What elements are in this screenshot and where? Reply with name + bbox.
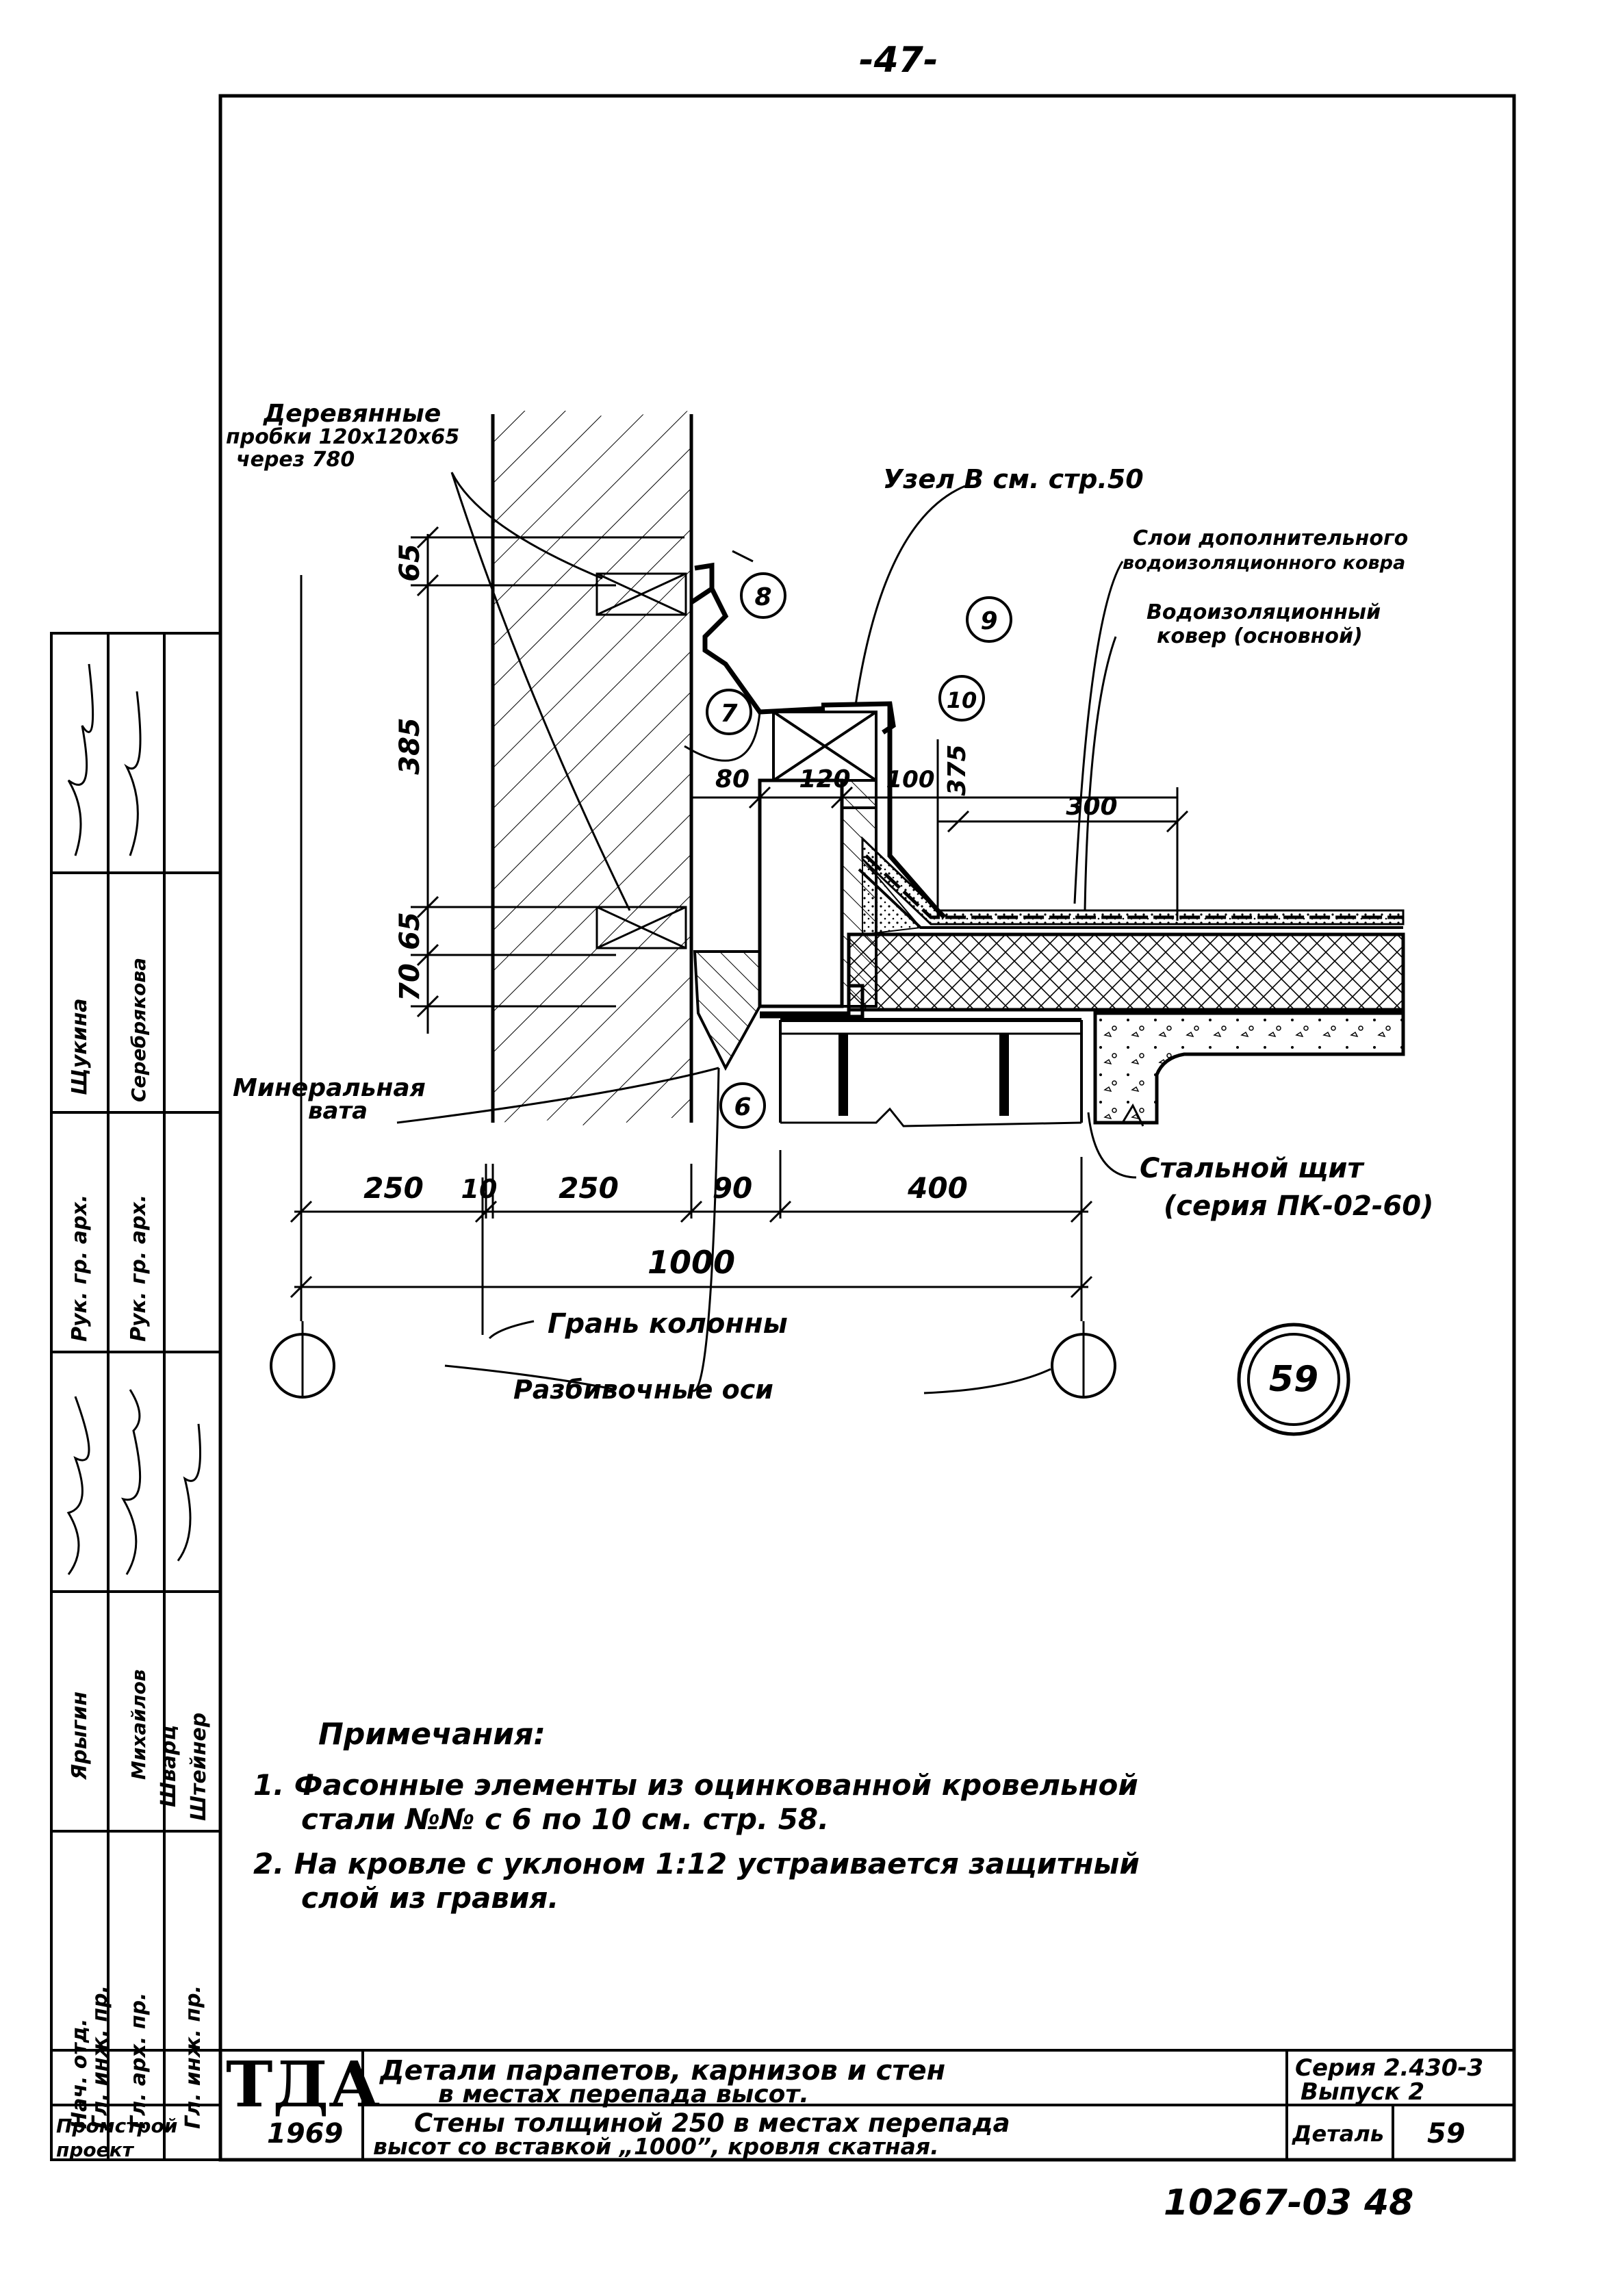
callout-8: 8 (754, 583, 771, 611)
stamp-name-4: Штейнер (187, 1713, 211, 1821)
dim-bottom-400: 400 (907, 1171, 968, 1205)
label-column-face: Грань колонны (548, 1308, 788, 1340)
callout-circle-10 (938, 675, 985, 722)
dim-v-65b: 65 (394, 912, 426, 950)
detail-no: 59 (1427, 2118, 1465, 2150)
note-2-line-1: 2. На кровле с уклоном 1:12 устраивается… (253, 1847, 1140, 1880)
stamp-role-3: Гл. арх. пр. (127, 1993, 151, 2129)
label-extra-layer-1: Слои дополнительного (1133, 526, 1409, 550)
dim-bottom-250a: 250 (363, 1171, 424, 1205)
callout-10: 10 (947, 687, 977, 713)
note-2-line-2: слой из гравия. (301, 1881, 559, 1915)
stamp-name-5: Щукина (68, 998, 92, 1095)
dim-total-1000: 1000 (648, 1244, 735, 1281)
dim-top-300: 300 (1066, 793, 1117, 821)
page-number: -47- (859, 40, 938, 81)
label-main-carpet-1: Водоизоляционный (1147, 600, 1381, 624)
label-grid-axes: Разбивочные оси (513, 1375, 773, 1405)
stamp-name-6: Серебрякова (127, 958, 150, 1102)
title-block-frame (51, 2049, 1514, 2161)
roofing-carpet-layers (858, 836, 1405, 929)
brick-wall (491, 394, 693, 1130)
dim-top-80: 80 (715, 765, 750, 793)
dim-top-100: 100 (886, 766, 935, 793)
left-stamp-frame (50, 632, 222, 2161)
callout-circle-9 (966, 596, 1012, 643)
stamp-role-2: Гл. инж. пр. (88, 1985, 112, 2129)
label-wooden-plugs-3: через 780 (236, 448, 355, 472)
callout-7: 7 (720, 700, 737, 728)
stamp-role-4: Гл. инж. пр. (181, 1985, 205, 2129)
mineral-wool-cavity (693, 778, 878, 1071)
callout-9: 9 (980, 607, 997, 635)
wooden-plug-lower (595, 906, 687, 949)
title-year: 1969 (267, 2118, 344, 2150)
signatures (66, 663, 201, 1575)
bottom-dimension-chain (290, 1150, 1093, 1335)
label-main-carpet-2: ковер (основной) (1157, 624, 1363, 648)
stamp-role-6: Рук. гр. арх. (127, 1195, 151, 1342)
dim-bottom-10: 10 (461, 1174, 498, 1204)
concrete-column (1093, 1011, 1405, 1127)
callout-circle-8 (740, 572, 786, 619)
detail-circle-outer (1237, 1323, 1350, 1436)
top-dimension-chain (691, 739, 1189, 921)
label-mineral-wool-1: Минеральная (233, 1074, 426, 1102)
title-line-1: Детали парапетов, карнизов и стен (380, 2055, 946, 2087)
callout-6: 6 (734, 1093, 751, 1121)
steel-panel (779, 1018, 1083, 1127)
dim-bottom-250b: 250 (559, 1171, 619, 1205)
dim-top-120: 120 (799, 765, 850, 793)
label-steel-panel-1: Стальной щит (1140, 1153, 1363, 1184)
notes-heading: Примечания: (318, 1717, 546, 1752)
label-node-ref: Узел В см. стр.50 (883, 464, 1144, 494)
stamp-role-1: Нач. отд. (68, 2019, 92, 2129)
note-1-line-1: 1. Фасонные элементы из оцинкованной кро… (253, 1768, 1138, 1802)
dim-top-375: 375 (943, 744, 971, 795)
stamp-name-1: Ярыгин (68, 1692, 92, 1781)
stamp-name-3: Шварц (157, 1725, 181, 1807)
cement-screed-fill (862, 857, 922, 936)
label-wooden-plugs-2: пробки 120x120x65 (226, 425, 460, 449)
callout-circle-7 (706, 689, 752, 735)
series-line-1: Серия 2.430-3 (1295, 2054, 1484, 2082)
leader-lines (396, 472, 1137, 1394)
note-1-line-2: стали №№ с 6 по 10 см. стр. 58. (301, 1802, 830, 1836)
callout-circle-6 (719, 1082, 766, 1129)
label-extra-layer-2: водоизоляционного ковра (1123, 552, 1406, 574)
detail-circle-inner (1247, 1333, 1340, 1426)
series-line-2: Выпуск 2 (1301, 2078, 1425, 2106)
dim-v-65a: 65 (394, 544, 426, 582)
detail-label: Деталь (1292, 2121, 1385, 2147)
title-org: Промстрой проект (56, 2115, 178, 2161)
stamp-name-2: Михайлов (127, 1669, 150, 1780)
dim-bottom-90: 90 (713, 1171, 752, 1205)
title-logo: ТДА (226, 2048, 381, 2121)
stamp-role-5: Рук. гр. арх. (68, 1195, 92, 1342)
subtitle-line-1: Стены толщиной 250 в местах перепада (414, 2108, 1010, 2138)
wooden-plug-upper (595, 572, 687, 616)
label-steel-panel-2: (серия ПК-02-60) (1164, 1190, 1434, 1222)
dim-v-70: 70 (394, 963, 426, 1002)
detail-number: 59 (1269, 1359, 1318, 1400)
subtitle-line-2: высот со вставкой „1000”, кровля скатная… (373, 2133, 939, 2160)
label-wooden-plugs-1: Деревянные (264, 400, 441, 428)
footer-code: 10267-03 48 (1164, 2182, 1414, 2223)
label-mineral-wool-2: вата (308, 1097, 368, 1125)
title-line-2: в местах перепада высот. (438, 2080, 809, 2108)
roof-insulation (847, 932, 1405, 1012)
dim-v-385: 385 (394, 717, 426, 775)
